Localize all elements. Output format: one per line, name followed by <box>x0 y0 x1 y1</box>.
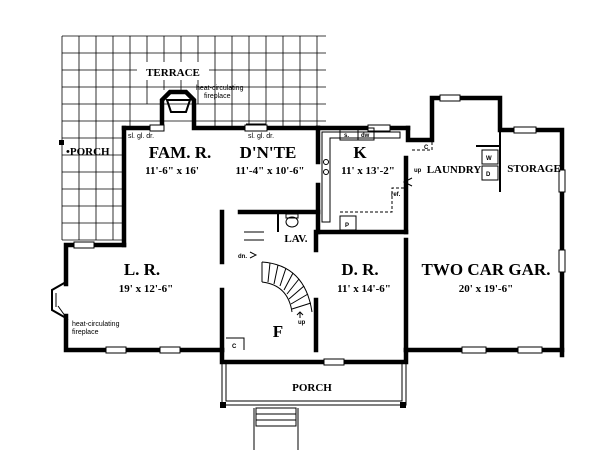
dinette-dim: 11'-4" x 10'-6" <box>235 165 304 177</box>
fireplace-top <box>165 99 192 113</box>
kitchen-dim: 11' x 13'-2" <box>341 165 395 177</box>
laundry-label: LAUNDRY <box>427 164 482 176</box>
garage-dim: 20' x 19'-6" <box>459 283 513 295</box>
fireplace-top-note-1: heat-circulating <box>196 85 244 92</box>
terrace-label: TERRACE <box>146 67 200 79</box>
pantry-label: P <box>345 223 349 229</box>
front-porch <box>220 362 407 450</box>
staircase <box>244 231 313 318</box>
terrace-label-bg <box>137 62 209 80</box>
kitchen-up-label: up <box>414 168 422 174</box>
interior-walls <box>219 125 501 353</box>
refrigerator-label: ref. <box>391 192 401 198</box>
fireplace-left-note-2: fireplace <box>72 329 99 336</box>
dryer-label: D <box>486 172 491 178</box>
kitchen-counters <box>321 127 406 231</box>
porch-post <box>59 140 64 145</box>
storage-label: STORAGE <box>507 163 561 175</box>
washer-label: W <box>486 156 492 162</box>
family-room-name: FAM. R. <box>149 143 211 162</box>
foyer-closet <box>226 337 245 350</box>
living-room-dim: 19' x 12'-6" <box>119 283 173 295</box>
fireplace-top-note-2: fireplace <box>204 93 231 100</box>
dining-room-dim: 11' x 14'-6" <box>337 283 391 295</box>
sliding-door-note-2: sl. gl. dr. <box>248 133 274 140</box>
foyer-label: F <box>273 322 283 341</box>
kitchen-step-arrow <box>402 177 413 187</box>
stair-down-label: dn. <box>238 254 247 260</box>
dishwasher-label: dw <box>361 133 370 139</box>
left-porch-label: •PORCH <box>66 146 110 158</box>
sliding-door-note-1: sl. gl. dr. <box>128 133 154 140</box>
living-room-name: L. R. <box>124 260 160 279</box>
garage-name: TWO CAR GAR. <box>422 260 551 279</box>
sink-label: s. <box>344 133 349 139</box>
laundry-fixtures <box>412 140 499 181</box>
lav-fixtures <box>285 213 299 228</box>
kitchen-name: K <box>353 143 367 162</box>
stair-up-label: up <box>298 320 306 326</box>
windows <box>73 94 566 366</box>
front-porch-label: PORCH <box>292 382 332 394</box>
dining-room-name: D. R. <box>341 260 378 279</box>
fireplace-left <box>51 281 67 319</box>
dinette-name: D'N'TE <box>240 143 297 162</box>
family-room-dim: 11'-6" x 16' <box>145 165 199 177</box>
foyer-closet-label: C <box>232 344 237 350</box>
laundry-closet-label: C <box>424 145 429 151</box>
fireplace-left-note-1: heat-circulating <box>72 321 120 328</box>
fireplace-left-leader <box>57 305 69 321</box>
lav-label: LAV. <box>284 233 307 245</box>
